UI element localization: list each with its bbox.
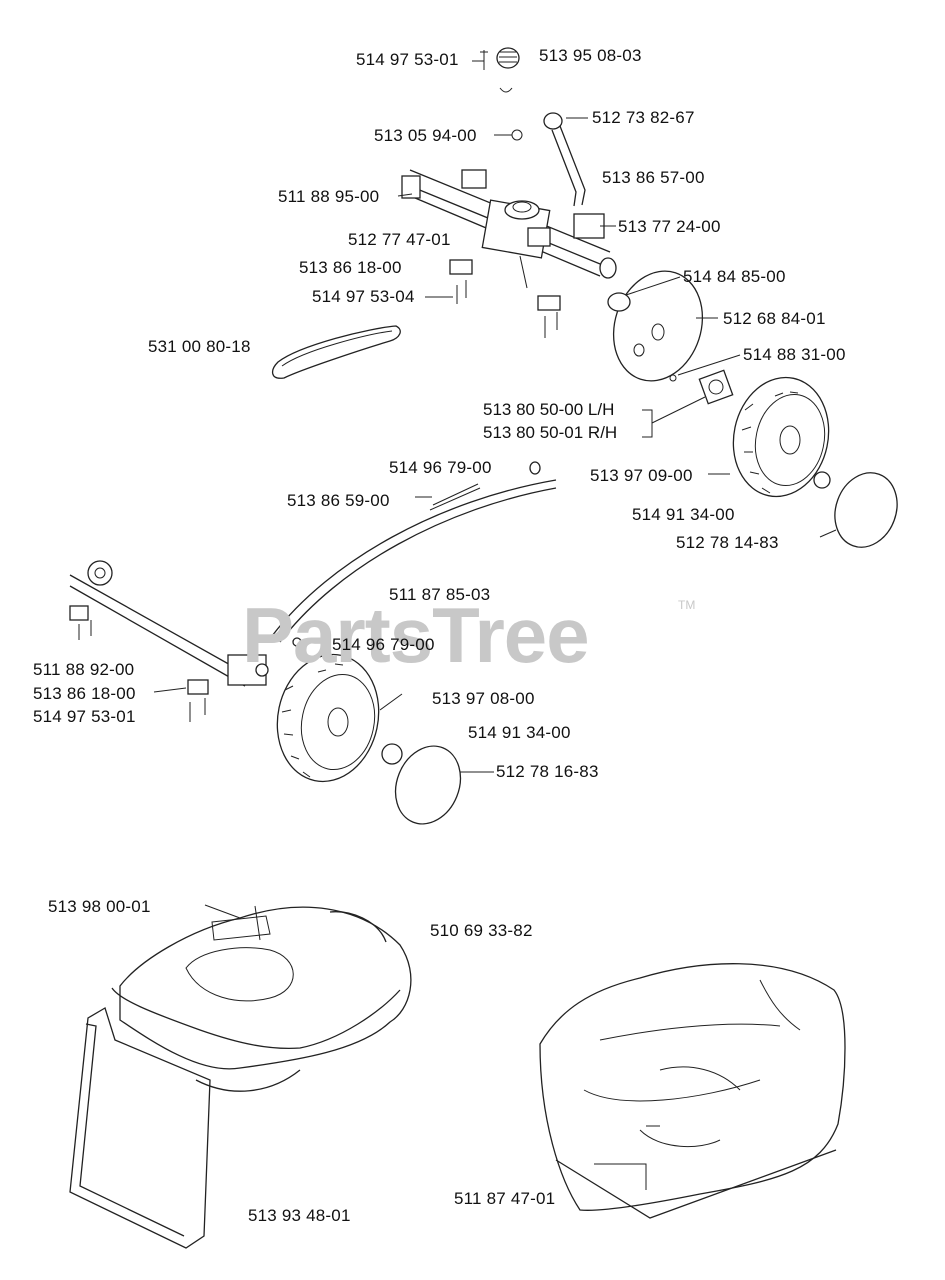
front-axle-part[interactable] bbox=[69, 560, 269, 722]
part-label[interactable]: 511 88 92-00 bbox=[33, 660, 135, 679]
rear-wheel-right[interactable] bbox=[723, 369, 908, 556]
part-label[interactable]: 513 77 24-00 bbox=[618, 217, 721, 236]
part-label[interactable]: 514 91 34-00 bbox=[468, 723, 571, 742]
part-label[interactable]: 511 88 95-00 bbox=[278, 187, 380, 206]
part-label[interactable]: 513 97 08-00 bbox=[432, 689, 535, 708]
pinion-gear-part[interactable] bbox=[669, 369, 734, 405]
part-label[interactable]: 514 84 85-00 bbox=[683, 267, 786, 286]
part-label[interactable]: 511 87 85-03 bbox=[389, 585, 491, 604]
part-label[interactable]: 513 98 00-01 bbox=[48, 897, 151, 916]
part-label[interactable]: 514 97 53-01 bbox=[356, 50, 459, 69]
part-label[interactable]: 513 80 50-01 R/H bbox=[483, 423, 618, 442]
front-wheel-left[interactable] bbox=[266, 645, 472, 834]
part-label[interactable]: 514 88 31-00 bbox=[743, 345, 846, 364]
gearbox-assembly[interactable] bbox=[401, 169, 617, 289]
handle-knob-part[interactable] bbox=[480, 47, 520, 93]
tie-rod-and-spring[interactable] bbox=[271, 461, 557, 647]
part-label[interactable]: 512 73 82-67 bbox=[592, 108, 695, 127]
watermark-text: PartsTree bbox=[242, 591, 590, 679]
part-label[interactable]: 513 97 09-00 bbox=[590, 466, 693, 485]
part-label[interactable]: 513 80 50-00 L/H bbox=[483, 400, 615, 419]
part-label[interactable]: 512 68 84-01 bbox=[723, 309, 826, 328]
part-label[interactable]: 513 95 08-03 bbox=[539, 46, 642, 65]
part-label[interactable]: 511 87 47-01 bbox=[454, 1189, 556, 1208]
part-label[interactable]: 514 91 34-00 bbox=[632, 505, 735, 524]
part-label[interactable]: 512 78 16-83 bbox=[496, 762, 599, 781]
leader-lines bbox=[153, 60, 837, 1190]
part-label[interactable]: 513 93 48-01 bbox=[248, 1206, 351, 1225]
part-label[interactable]: 513 86 18-00 bbox=[33, 684, 136, 703]
part-label[interactable]: 514 97 53-01 bbox=[33, 707, 136, 726]
part-label[interactable]: 514 97 53-04 bbox=[312, 287, 415, 306]
height-lever-part[interactable] bbox=[511, 112, 586, 207]
grass-bag-frame[interactable] bbox=[69, 906, 412, 1249]
bracket-and-screws[interactable] bbox=[449, 259, 561, 338]
trademark-mark: TM bbox=[678, 598, 696, 612]
part-label[interactable]: 514 96 79-00 bbox=[389, 458, 492, 477]
part-label[interactable]: 512 77 47-01 bbox=[348, 230, 451, 249]
part-label[interactable]: 514 96 79-00 bbox=[332, 635, 435, 654]
part-label[interactable]: 513 86 59-00 bbox=[287, 491, 390, 510]
part-label[interactable]: 513 86 18-00 bbox=[299, 258, 402, 277]
part-label[interactable]: 513 05 94-00 bbox=[374, 126, 477, 145]
part-label[interactable]: 531 00 80-18 bbox=[148, 337, 251, 356]
part-label[interactable]: 513 86 57-00 bbox=[602, 168, 705, 187]
grass-bag-part[interactable] bbox=[539, 963, 846, 1219]
part-label[interactable]: 510 69 33-82 bbox=[430, 921, 533, 940]
drive-belt-part[interactable] bbox=[272, 325, 401, 379]
drive-pulley-part[interactable] bbox=[600, 259, 716, 392]
part-label[interactable]: 512 78 14-83 bbox=[676, 533, 779, 552]
